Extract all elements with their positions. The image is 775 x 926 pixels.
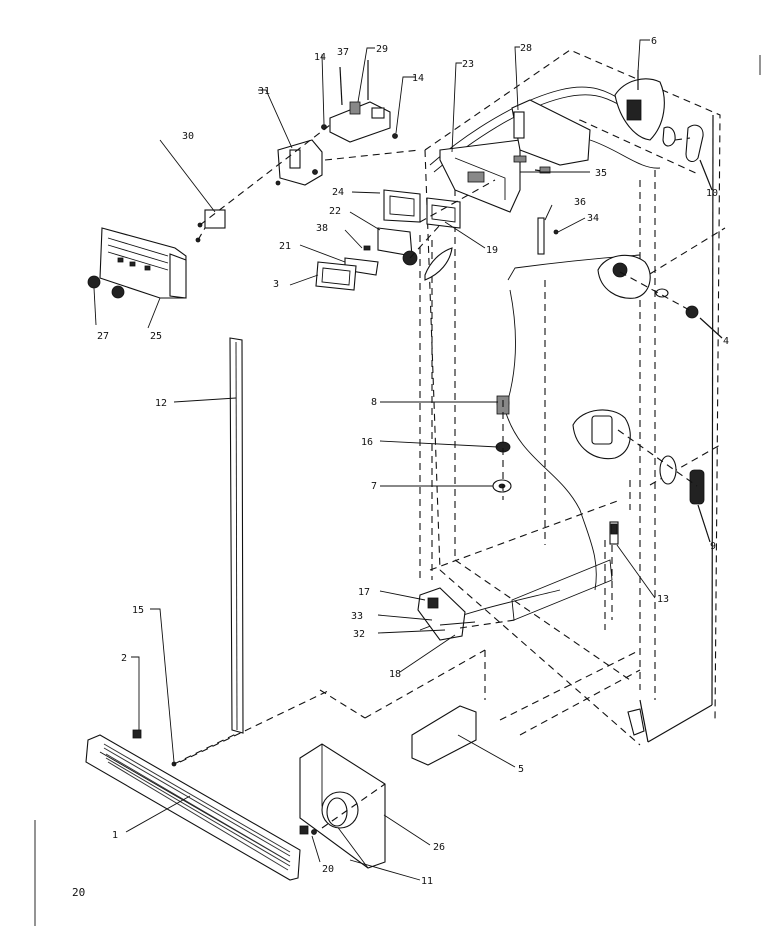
fan-shroud <box>299 743 386 869</box>
callout-33: 33 <box>351 611 363 622</box>
callout-28: 28 <box>520 43 532 54</box>
callout-24: 24 <box>332 187 344 198</box>
part-7 <box>492 479 512 493</box>
part-12 <box>229 337 244 734</box>
page-number: 20 <box>72 886 86 899</box>
lower-bracket <box>417 587 476 641</box>
callout-36: 36 <box>574 197 586 208</box>
callout-21: 21 <box>279 241 291 252</box>
callout-23: 23 <box>462 59 474 70</box>
callout-27: 27 <box>97 331 109 342</box>
callout-15: 15 <box>132 605 144 616</box>
callout-19: 19 <box>486 245 498 256</box>
callout-10: 10 <box>706 188 718 199</box>
callout-2: 2 <box>121 653 127 664</box>
part-6 <box>614 70 665 141</box>
callout-3: 3 <box>273 279 279 290</box>
callout-9: 9 <box>710 541 716 552</box>
callout-1: 1 <box>112 830 118 841</box>
callout-5: 5 <box>518 764 524 775</box>
kick-plate-grille <box>85 729 317 881</box>
callout-34: 34 <box>587 213 599 224</box>
callout-20: 20 <box>322 864 334 875</box>
callout-4: 4 <box>723 336 729 347</box>
callout-14-right: 14 <box>412 73 424 84</box>
cabinet-outline <box>419 49 726 746</box>
callout-25: 25 <box>150 331 162 342</box>
callout-37: 37 <box>337 47 349 58</box>
part-5 <box>411 705 477 766</box>
callout-7: 7 <box>371 481 377 492</box>
bracket-parts <box>275 60 398 186</box>
callout-14-left: 14 <box>314 52 326 63</box>
callout-30: 30 <box>182 131 194 142</box>
callout-8: 8 <box>371 397 377 408</box>
wire-harness <box>419 86 661 631</box>
callout-13: 13 <box>657 594 669 605</box>
part-9 <box>572 409 711 543</box>
assembly-lines <box>173 124 698 829</box>
callout-6: 6 <box>651 36 657 47</box>
control-panel <box>87 227 187 299</box>
callout-26: 26 <box>433 842 445 853</box>
leader-lines <box>93 39 656 881</box>
part-13 <box>609 521 619 545</box>
callout-22: 22 <box>329 206 341 217</box>
callout-11: 11 <box>421 876 433 887</box>
part-10 <box>662 124 713 191</box>
callout-18: 18 <box>389 669 401 680</box>
part-30 <box>195 209 226 243</box>
callout-31: 31 <box>258 86 270 97</box>
control-housing-parts <box>315 99 591 291</box>
callout-38: 38 <box>316 223 328 234</box>
callout-16: 16 <box>361 437 373 448</box>
callout-32: 32 <box>353 629 365 640</box>
callout-12: 12 <box>155 398 167 409</box>
callout-labels: 1 2 3 4 5 6 7 8 9 10 11 12 13 14 14 15 1… <box>97 36 729 887</box>
part-4 <box>597 254 723 339</box>
callout-29: 29 <box>376 44 388 55</box>
callout-35: 35 <box>595 168 607 179</box>
callout-17: 17 <box>358 587 370 598</box>
